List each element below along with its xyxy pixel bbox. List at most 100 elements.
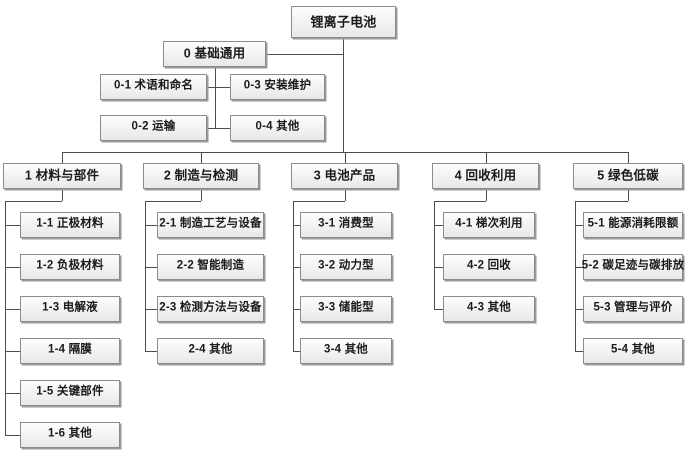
connector-section0-right-1 [215, 87, 230, 88]
connector-branch-1-stub [62, 189, 63, 201]
node-0-4-label: 0-4 其他 [255, 120, 300, 133]
node-1-4-label: 1-4 隔膜 [47, 343, 93, 356]
node-4-3[interactable]: 4-3 其他 [443, 296, 535, 322]
connector-section0-spine [215, 67, 216, 128]
connector-2-1-stub [145, 225, 157, 226]
connector-3-1-stub [293, 225, 300, 226]
connector-branch-2-elbow [145, 201, 201, 202]
connector-section0-right-2 [215, 128, 230, 129]
node-0-3-label: 0-3 安装维护 [243, 79, 312, 92]
node-4-1-label: 4-1 梯次利用 [455, 217, 523, 230]
node-5-2[interactable]: 5-2 碳足迹与碳排放 [581, 254, 685, 280]
connector-5-2-stub [575, 267, 583, 268]
node-4-2[interactable]: 4-2 回收 [443, 254, 535, 280]
connector-root-to-section0 [266, 54, 343, 55]
connector-1-5-stub [5, 393, 20, 394]
connector-branch-2-stub [201, 189, 202, 201]
node-3-2[interactable]: 3-2 动力型 [300, 254, 392, 280]
node-branch-3[interactable]: 3 电池产品 [291, 163, 398, 189]
node-1-4[interactable]: 1-4 隔膜 [20, 338, 120, 364]
node-1-2-label: 1-2 负极材料 [36, 259, 104, 272]
node-branch-2-label: 2 制造与检测 [163, 168, 239, 183]
connector-1-3-stub [5, 309, 20, 310]
connector-3-4-stub [293, 351, 300, 352]
node-5-3[interactable]: 5-3 管理与评价 [583, 296, 683, 322]
connector-5-1-stub [575, 225, 583, 226]
node-0-4[interactable]: 0-4 其他 [230, 115, 325, 141]
connector-branch-4-stub [486, 189, 487, 201]
node-3-2-label: 3-2 动力型 [318, 259, 374, 272]
connector-3-3-stub [293, 309, 300, 310]
node-0-2[interactable]: 0-2 运输 [100, 115, 207, 141]
node-1-6-label: 1-6 其他 [47, 427, 93, 440]
node-root-label: 锂离子电池 [310, 14, 377, 29]
connector-branch-5-rail [575, 201, 576, 351]
node-0-1-label: 0-1 术语和命名 [113, 79, 194, 92]
node-4-3-label: 4-3 其他 [466, 301, 512, 314]
node-section0[interactable]: 0 基础通用 [163, 41, 266, 67]
node-4-2-label: 4-2 回收 [466, 259, 512, 272]
node-branch-2[interactable]: 2 制造与检测 [143, 163, 259, 189]
connector-level1-drop-1 [62, 152, 63, 163]
node-1-1-label: 1-1 正极材料 [36, 217, 104, 230]
node-2-3-label: 2-3 检测方法与设备 [159, 301, 262, 314]
node-branch-4-label: 4 回收利用 [454, 168, 517, 183]
node-branch-3-label: 3 电池产品 [313, 168, 376, 183]
connector-branch-3-rail [293, 201, 294, 351]
node-5-4-label: 5-4 其他 [610, 343, 656, 356]
connector-2-3-stub [145, 309, 157, 310]
node-0-2-label: 0-2 运输 [131, 120, 176, 133]
connector-1-6-stub [5, 435, 20, 436]
node-1-2[interactable]: 1-2 负极材料 [20, 254, 120, 280]
node-branch-1[interactable]: 1 材料与部件 [3, 163, 121, 189]
connector-5-3-stub [575, 309, 583, 310]
connector-1-1-stub [5, 225, 20, 226]
connector-branch-5-stub [628, 189, 629, 201]
connector-branch-2-rail [145, 201, 146, 351]
node-branch-5-label: 5 绿色低碳 [597, 168, 659, 183]
node-2-3[interactable]: 2-3 检测方法与设备 [157, 296, 264, 322]
node-2-4[interactable]: 2-4 其他 [157, 338, 264, 364]
node-0-1[interactable]: 0-1 术语和命名 [100, 74, 207, 100]
connector-1-2-stub [5, 267, 20, 268]
connector-branch-3-elbow [293, 201, 345, 202]
connector-5-4-stub [575, 351, 583, 352]
node-2-2[interactable]: 2-2 智能制造 [157, 254, 264, 280]
node-1-5-label: 1-5 关键部件 [36, 385, 104, 398]
node-branch-4[interactable]: 4 回收利用 [432, 163, 539, 189]
node-1-1[interactable]: 1-1 正极材料 [20, 212, 120, 238]
node-3-3-label: 3-3 储能型 [318, 301, 374, 314]
connector-3-2-stub [293, 267, 300, 268]
node-3-4[interactable]: 3-4 其他 [300, 338, 392, 364]
node-3-3[interactable]: 3-3 储能型 [300, 296, 392, 322]
node-5-3-label: 5-3 管理与评价 [593, 301, 673, 314]
node-2-1-label: 2-1 制造工艺与设备 [159, 217, 262, 230]
node-1-5[interactable]: 1-5 关键部件 [20, 380, 120, 406]
connector-section0-left-1 [207, 87, 215, 88]
connector-1-4-stub [5, 351, 20, 352]
node-1-6[interactable]: 1-6 其他 [20, 422, 120, 448]
connector-branch-4-elbow [434, 201, 486, 202]
node-3-1[interactable]: 3-1 消费型 [300, 212, 392, 238]
node-2-1[interactable]: 2-1 制造工艺与设备 [157, 212, 264, 238]
node-5-1-label: 5-1 能源消耗限额 [587, 217, 679, 230]
connector-4-2-stub [434, 267, 443, 268]
connector-2-4-stub [145, 351, 157, 352]
node-4-1[interactable]: 4-1 梯次利用 [443, 212, 535, 238]
node-branch-5[interactable]: 5 绿色低碳 [573, 163, 683, 189]
node-section0-label: 0 基础通用 [183, 46, 246, 61]
connector-level1-drop-5 [628, 152, 629, 163]
node-0-3[interactable]: 0-3 安装维护 [230, 74, 325, 100]
connector-branch-3-stub [345, 189, 346, 201]
connector-branch-4-rail [434, 201, 435, 309]
node-branch-1-label: 1 材料与部件 [24, 168, 100, 183]
node-1-3[interactable]: 1-3 电解液 [20, 296, 120, 322]
node-1-3-label: 1-3 电解液 [42, 301, 98, 314]
connector-branch-1-rail [5, 201, 6, 435]
node-5-4[interactable]: 5-4 其他 [583, 338, 683, 364]
node-5-2-label: 5-2 碳足迹与碳排放 [581, 259, 685, 272]
node-root[interactable]: 锂离子电池 [291, 6, 396, 38]
node-5-1[interactable]: 5-1 能源消耗限额 [583, 212, 683, 238]
connector-4-3-stub [434, 309, 443, 310]
